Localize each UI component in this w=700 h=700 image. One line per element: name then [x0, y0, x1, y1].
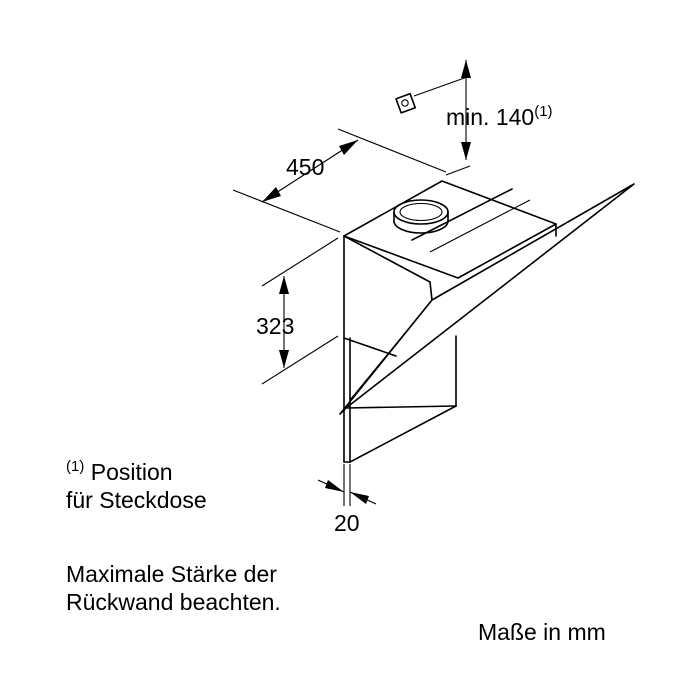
socket-icon: [395, 92, 417, 114]
warning-line-2: Rückwand beachten.: [66, 589, 281, 615]
glass-canopy: [339, 183, 635, 415]
depth-dimension-line: [232, 128, 447, 233]
units-note: Maße in mm: [478, 619, 606, 645]
chimney-top: [343, 180, 557, 279]
wall-thickness-label: 20: [334, 510, 360, 536]
socket-min-height-label: min. 140(1): [446, 103, 553, 130]
footnote-line-1: (1) Position: [66, 458, 173, 485]
height-label: 323: [256, 313, 295, 339]
footnote-marker: (1): [66, 458, 85, 475]
exhaust-outlet: [393, 199, 449, 234]
wall-thickness-dimension-line: [317, 464, 377, 506]
socket-height-dimension-line: [413, 60, 471, 176]
depth-label: 450: [286, 154, 325, 180]
chimney-body: [343, 223, 557, 463]
height-dimension-line: [261, 237, 339, 385]
lower-body: [343, 335, 457, 463]
warning-line-1: Maximale Stärke der: [66, 561, 277, 587]
footnote-line-2: für Steckdose: [66, 487, 207, 513]
